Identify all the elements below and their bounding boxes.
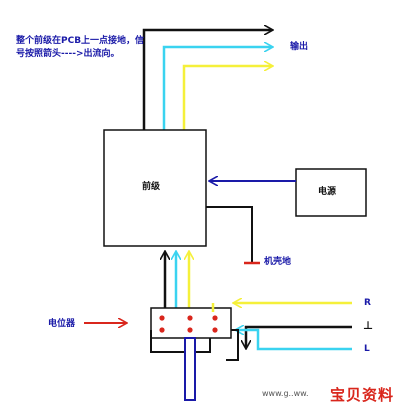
potentiometer-label: 电位器 bbox=[48, 319, 76, 329]
input-wire-ground bbox=[246, 325, 352, 348]
channel-l-label: L bbox=[364, 344, 370, 354]
input-wire-left bbox=[236, 330, 352, 351]
channel-r-label: R bbox=[364, 298, 371, 308]
chassis-ground-wire bbox=[206, 206, 253, 262]
watermark-url: www.g..ww. bbox=[262, 389, 309, 398]
watermark-brand: 宝贝资料 bbox=[330, 386, 395, 404]
pot-loop-wire-right bbox=[226, 329, 239, 361]
power-label: 电源 bbox=[318, 187, 337, 197]
pot-terminal-1 bbox=[159, 315, 165, 321]
output-wire-yellow bbox=[182, 66, 272, 130]
pot-terminal-6 bbox=[212, 327, 218, 333]
pot-loop-wire-left bbox=[150, 330, 211, 353]
preamp-label: 前级 bbox=[142, 182, 161, 192]
potentiometer-box bbox=[150, 307, 232, 339]
output-wire-black bbox=[142, 30, 272, 130]
ground-symbol-label: ⊥ bbox=[363, 319, 374, 332]
power-box bbox=[295, 168, 367, 217]
pot-terminal-3 bbox=[187, 315, 193, 321]
pot-terminal-4 bbox=[187, 327, 193, 333]
pot-terminal-5 bbox=[212, 315, 218, 321]
ground-note: 整个前级在PCB上一点接地，信号按照箭头---->出流向。 bbox=[16, 36, 145, 59]
preamp-box bbox=[103, 129, 207, 247]
pot-shaft bbox=[184, 337, 196, 401]
pot-terminal-2 bbox=[159, 327, 165, 333]
output-label: 输出 bbox=[290, 42, 309, 52]
output-wire-cyan bbox=[162, 47, 272, 130]
chassis-ground-label: 机壳地 bbox=[264, 257, 292, 267]
